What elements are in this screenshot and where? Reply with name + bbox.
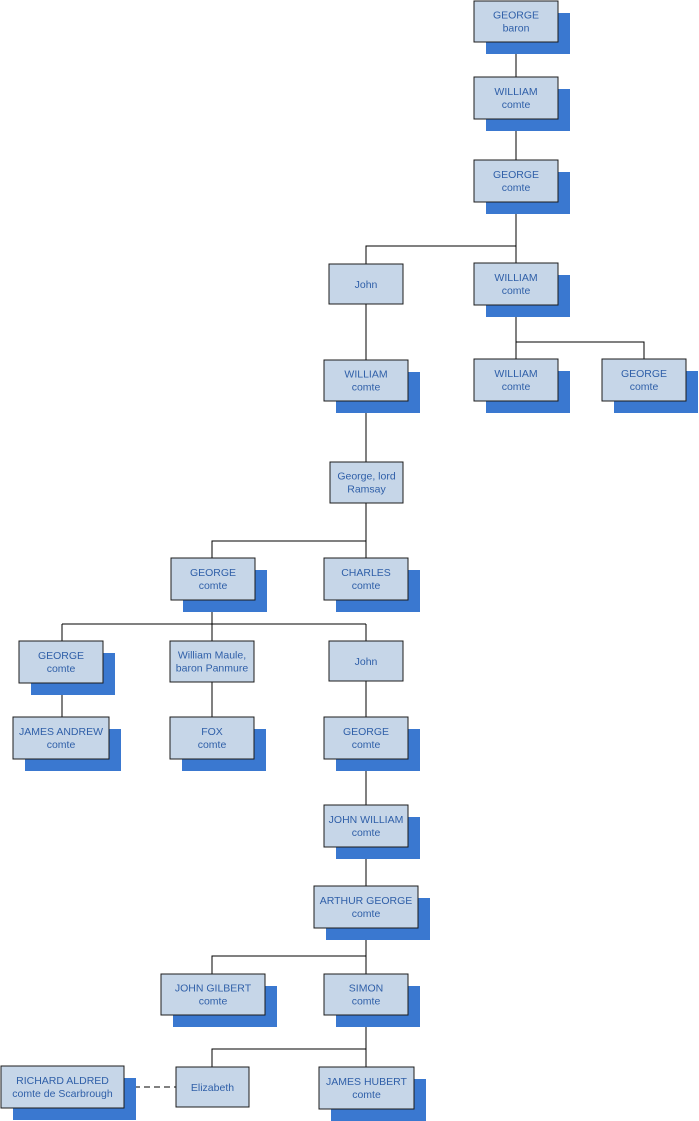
node-box <box>473 262 559 306</box>
node-label-line1: William Maule, <box>178 650 246 662</box>
node-label-line1: JAMES ANDREW <box>19 726 103 738</box>
node-label-line1: GEORGE <box>343 726 389 738</box>
node-label-line2: comte <box>502 285 531 297</box>
node-label-line1: WILLIAM <box>494 86 537 98</box>
node-label-line2: comte <box>502 182 531 194</box>
node-box <box>328 263 404 305</box>
node-box <box>175 1066 250 1108</box>
person-node-john-1: John <box>328 263 404 305</box>
node-label-line2: baron Panmure <box>176 663 249 675</box>
node-label-line2: comte <box>502 381 531 393</box>
node-label-line2: comte <box>198 739 227 751</box>
node-label-line2: comte <box>199 996 228 1008</box>
node-box <box>328 640 404 682</box>
node-label-line2: comte <box>352 827 381 839</box>
person-node-john-2: John <box>328 640 404 682</box>
node-box <box>323 359 409 402</box>
node-box <box>0 1065 125 1109</box>
node-box <box>323 973 409 1016</box>
node-label-line2: comte <box>502 99 531 111</box>
node-label-line1: GEORGE <box>493 169 539 181</box>
node-box <box>323 804 409 848</box>
node-label-line1: WILLIAM <box>494 368 537 380</box>
node-box <box>601 358 687 402</box>
node-box <box>12 716 110 760</box>
person-node-william-maule: William Maule,baron Panmure <box>169 640 255 683</box>
node-label-line2: comte <box>352 908 381 920</box>
node-label-line1: JOHN GILBERT <box>175 983 252 995</box>
node-label-line1: RICHARD ALDRED <box>16 1075 109 1087</box>
node-label-line1: GEORGE <box>621 368 667 380</box>
node-box <box>473 76 559 120</box>
person-node-elizabeth: Elizabeth <box>175 1066 250 1108</box>
node-box <box>323 557 409 601</box>
node-label-line1: GEORGE <box>38 650 84 662</box>
connector <box>211 503 367 558</box>
node-label-line2: comte <box>199 580 228 592</box>
node-label-line2: comte <box>47 663 76 675</box>
node-box <box>473 159 559 203</box>
node-label-line2: comte de Scarbrough <box>12 1088 113 1100</box>
node-label-line1: JAMES HUBERT <box>326 1076 407 1088</box>
node-label-line1: WILLIAM <box>344 369 387 381</box>
node-box <box>170 557 256 601</box>
node-label-line1: George, lord <box>337 471 396 483</box>
node-label-line1: ARTHUR GEORGE <box>320 895 413 907</box>
node-label-line2: comte <box>352 580 381 592</box>
node-box <box>18 640 104 684</box>
node-label-line1: Elizabeth <box>191 1082 234 1094</box>
node-box <box>169 716 255 760</box>
node-label-line2: comte <box>352 1089 381 1101</box>
node-label-line2: comte <box>352 382 381 394</box>
node-label-line2: comte <box>352 739 381 751</box>
node-box <box>169 640 255 683</box>
node-label-line1: John <box>355 279 378 291</box>
node-label-line2: Ramsay <box>347 484 386 496</box>
node-box <box>473 0 559 43</box>
node-label-line1: JOHN WILLIAM <box>329 814 404 826</box>
node-box <box>323 716 409 760</box>
node-label-line1: GEORGE <box>493 10 539 22</box>
node-label-line2: comte <box>352 996 381 1008</box>
node-label-line1: WILLIAM <box>494 272 537 284</box>
node-label-line1: GEORGE <box>190 567 236 579</box>
node-box <box>313 885 419 929</box>
node-box <box>329 461 404 504</box>
node-box <box>160 973 266 1016</box>
node-label-line2: baron <box>503 23 530 35</box>
node-label-line2: comte <box>630 381 659 393</box>
node-label-line1: SIMON <box>349 983 383 995</box>
node-label-line1: CHARLES <box>341 567 391 579</box>
node-label-line1: FOX <box>201 726 223 738</box>
node-label-line2: comte <box>47 739 76 751</box>
node-label-line1: John <box>355 656 378 668</box>
node-box <box>318 1066 415 1110</box>
node-box <box>473 358 559 402</box>
